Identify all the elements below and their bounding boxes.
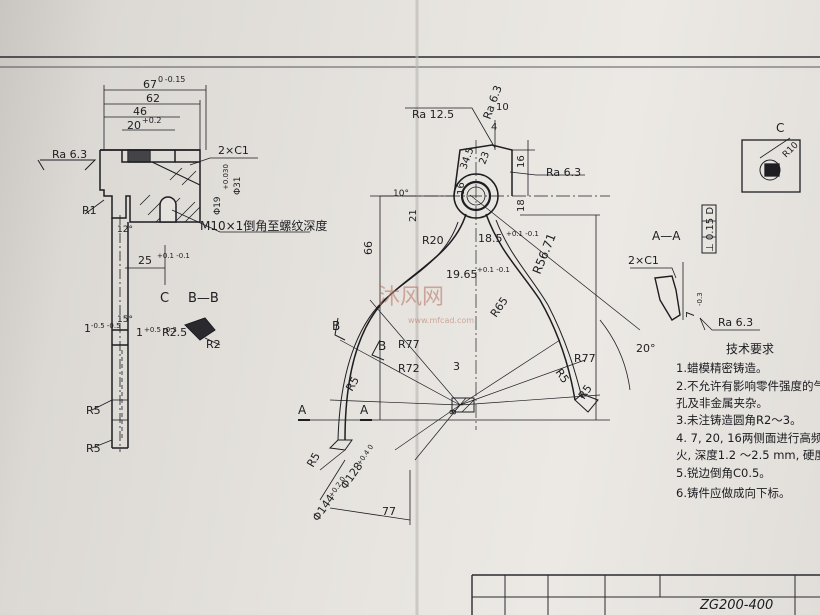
fork-view-labels: Ra 12.5 Ra 6.3 4 10 34.5 23 16 16 18 Ra …	[298, 84, 656, 524]
chamfer-2c1: 2×C1	[218, 144, 249, 157]
tech-req-item-4b: 火, 深度1.2 ～2.5 mm, 硬度	[676, 448, 820, 462]
dim-46: 46	[133, 105, 147, 118]
dim-4: 4	[491, 122, 497, 133]
tech-req-item-2b: 孔及非金属夹杂。	[676, 396, 768, 410]
dim-ang10: 10°	[393, 189, 409, 199]
detail-c	[741, 137, 801, 193]
tech-req-item-6: 6.铸件应做成向下标。	[676, 486, 791, 500]
dim-185-tol: +0.1 -0.1	[506, 230, 539, 238]
dim-21: 21	[408, 209, 419, 222]
dim-ang15: 15°	[117, 315, 133, 325]
label-b-b: B—B	[188, 291, 219, 306]
tech-req-item-2: 2.不允许有影响零件强度的气	[676, 379, 820, 393]
dim-20-tol: +0.2	[142, 116, 161, 125]
dim-r2: R2	[206, 338, 221, 351]
detail-c-r10: R10	[781, 140, 801, 160]
part-side-view	[37, 85, 310, 452]
part-view-labels: 67 0 -0.15 62 46 20 +0.2 Ra 6.3 2×C1 Φ19…	[52, 75, 327, 455]
dim-1965-tol: +0.1 -0.1	[477, 266, 510, 274]
dim-1b-tol: +0.5 -0.3	[144, 326, 177, 334]
drawing-number: ZG200-400	[700, 598, 774, 613]
section-labels: A—A ⊥ 0.15 D 2×C1 7 -0.3 Ra 6.3 C R10	[628, 121, 801, 329]
tech-req-title: 技术要求	[726, 342, 775, 356]
dim-r77-left: R77	[398, 338, 420, 351]
dim-67-tol: 0 -0.15	[158, 75, 185, 84]
dim-r5671: R56.71	[530, 231, 559, 276]
tech-req-item-1: 1.蜡模精密铸造。	[676, 361, 768, 375]
dim-r1: R1	[82, 204, 97, 217]
dim-25: 25	[138, 254, 152, 267]
section-b-1: B	[332, 319, 340, 333]
detail-c-label: C	[776, 121, 784, 135]
dim-25-tol: +0.1 -0.1	[157, 252, 190, 260]
section-aa-ra: Ra 6.3	[718, 316, 753, 329]
dim-r65: R65	[488, 295, 511, 320]
section-a-a	[630, 204, 760, 331]
dim-r5-b: R5	[86, 442, 101, 455]
ra-63-right: Ra 6.3	[546, 166, 581, 179]
dim-62: 62	[146, 92, 160, 105]
dim-ang12: 12°	[117, 225, 133, 235]
dim-r5-a: R5	[86, 404, 101, 417]
dim-d31: Φ31	[233, 176, 243, 195]
dim-1965: 19.65	[446, 268, 478, 281]
dim-8: 8	[449, 409, 459, 415]
dim-ang20: 20°	[636, 342, 656, 355]
dim-phi128-tol: +0.4 0	[355, 443, 375, 467]
dim-66: 66	[362, 241, 375, 255]
dim-7: 7	[684, 311, 697, 318]
section-a-2: A	[360, 403, 369, 417]
ra-left: Ra 6.3	[52, 148, 87, 161]
dim-18: 18	[516, 199, 527, 212]
label-c: C	[160, 291, 169, 306]
dim-r72: R72	[398, 362, 420, 375]
section-aa-chamfer: 2×C1	[628, 254, 659, 267]
thread-note: M10×1倒角至螺纹深度	[200, 218, 327, 233]
watermark: 沐风网	[378, 285, 444, 310]
dim-67: 67	[143, 78, 157, 91]
dim-1a: 1	[84, 322, 91, 335]
dim-1a-tol: -0.5 -0.5	[91, 322, 121, 330]
dim-7-tol: -0.3	[696, 292, 704, 306]
dim-d19: Φ19	[213, 196, 223, 215]
dim-r20: R20	[422, 234, 444, 247]
fork-front-view	[298, 107, 641, 525]
dim-d19-tol: +0.030	[222, 164, 230, 190]
dim-r77-right: R77	[574, 352, 596, 365]
tech-req-item-3: 3.未注铸造圆角R2～3。	[676, 413, 802, 427]
ra-125: Ra 12.5	[412, 108, 454, 121]
dim-3: 3	[453, 360, 460, 373]
dim-1b: 1	[136, 326, 143, 339]
section-b-2: B	[378, 339, 386, 353]
dim-10: 10	[496, 102, 509, 113]
section-aa-title: A—A	[652, 229, 681, 243]
section-a-1: A	[298, 403, 307, 417]
dim-185: 18.5	[478, 232, 503, 245]
dim-16b: 16	[456, 182, 467, 195]
dim-r5-a: R5	[343, 374, 362, 393]
tech-req-item-5: 5.锐边倒角C0.5。	[676, 466, 771, 480]
watermark-url: www.mfcad.com	[408, 316, 474, 325]
dim-20: 20	[127, 119, 141, 132]
dim-r25: R2.5	[162, 326, 187, 339]
dim-23: 23	[477, 150, 492, 166]
dim-r5-b: R5	[304, 450, 323, 469]
flatness-callout: ⊥ 0.15 D	[705, 207, 716, 252]
dim-77: 77	[382, 505, 396, 518]
dim-16: 16	[516, 155, 527, 168]
tech-req-item-4: 4. 7, 20, 16两侧面进行高频淬	[676, 431, 820, 445]
